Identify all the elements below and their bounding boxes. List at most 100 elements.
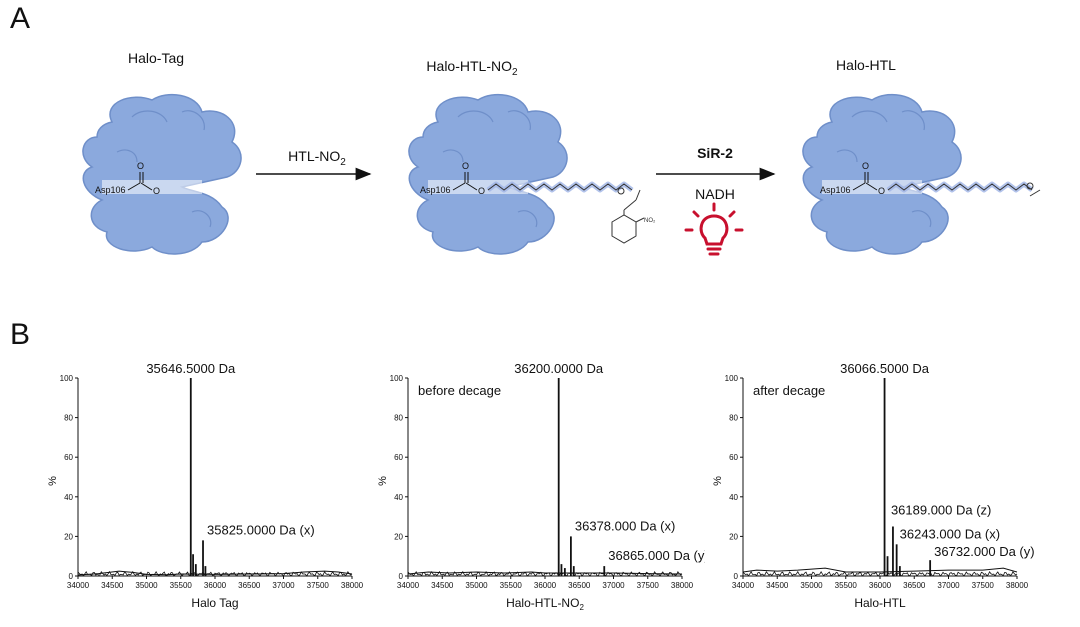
x-tick-label: 37000: [937, 581, 960, 590]
peak-label: 36378.000 Da (x): [575, 518, 675, 533]
x-tick-label: 34500: [766, 581, 789, 590]
svg-text:O: O: [462, 161, 469, 171]
x-tick-label: 35500: [835, 581, 858, 590]
stage-title-text: Halo-HTL-NO: [426, 58, 512, 74]
x-axis-label: Halo-HTL-NO2: [506, 596, 584, 612]
stage-title-text: Halo-HTL: [836, 57, 896, 73]
peak-label: 36865.000 Da (y): [608, 548, 705, 563]
spectrum-chart-3: 0 20 40 60 80 100 34000 34500 35000 35500 36000 365…: [712, 361, 1035, 610]
x-tick-label: 38000: [671, 581, 694, 590]
y-tick-label: 100: [390, 374, 404, 383]
y-axis-label: %: [47, 476, 59, 486]
svg-text:O: O: [137, 161, 144, 171]
arrow2-label-top: SiR-2: [697, 145, 733, 161]
arrow1-label: HTL-NO2: [262, 148, 372, 168]
y-tick-label: 0: [69, 572, 74, 581]
svg-text:Asp106: Asp106: [420, 185, 451, 195]
y-tick-label: 60: [394, 453, 403, 462]
svg-text:O: O: [862, 161, 869, 171]
svg-text:O: O: [478, 186, 485, 196]
x-tick-label: 36500: [238, 581, 261, 590]
x-tick-label: 34000: [67, 581, 90, 590]
x-tick-label: 38000: [341, 581, 364, 590]
y-tick-label: 0: [734, 572, 739, 581]
panel-b-label: B: [10, 318, 31, 351]
peak-label: 36243.000 Da (x): [900, 526, 1000, 541]
y-tick-label: 100: [725, 374, 739, 383]
x-tick-label: 36000: [869, 581, 892, 590]
y-tick-label: 20: [729, 532, 738, 541]
x-tick-label: 36500: [568, 581, 591, 590]
noise-trace: [77, 570, 353, 577]
baseline-trace: [77, 570, 353, 576]
x-tick-label: 37000: [602, 581, 625, 590]
y-tick-label: 40: [394, 493, 403, 502]
stage-title-text: Halo-Tag: [127, 50, 185, 66]
x-tick-label: 34500: [431, 581, 454, 590]
y-tick-label: 20: [64, 532, 73, 541]
y-tick-label: 40: [729, 493, 738, 502]
y-tick-label: 80: [394, 414, 403, 423]
peak-label: 36066.5000 Da: [840, 361, 930, 376]
x-axis-label: Halo-HTL: [854, 596, 906, 610]
x-tick-label: 34000: [732, 581, 755, 590]
terminal-oxygen: [1026, 182, 1041, 197]
lightbulb-icon: [684, 202, 744, 256]
x-tick-label: 35000: [465, 581, 488, 590]
x-tick-label: 35500: [500, 581, 523, 590]
x-tick-label: 37500: [972, 581, 995, 590]
peak-label: 36200.0000 Da: [514, 361, 604, 376]
noise-trace: [407, 570, 683, 577]
stage-title-subscript: 2: [512, 66, 518, 78]
ester-group-2: Asp106 O O: [420, 161, 485, 196]
protein-halo-htl-no2: [408, 93, 568, 255]
protein-halo-tag: [82, 93, 242, 255]
y-axis-label: %: [712, 476, 724, 486]
peak-label: 35646.5000 Da: [146, 361, 236, 376]
peak-label: 36189.000 Da (z): [891, 503, 991, 518]
spectrum-note: before decage: [418, 383, 501, 398]
svg-text:Asp106: Asp106: [95, 185, 126, 195]
x-tick-label: 38000: [1006, 581, 1029, 590]
arrow1-label-subscript: 2: [340, 156, 346, 168]
y-tick-label: 60: [64, 453, 73, 462]
x-tick-label: 37000: [272, 581, 295, 590]
x-tick-label: 34500: [101, 581, 124, 590]
spectrum-chart-2: 0 20 40 60 80 100 34000 34500 35000 35500 36000 365…: [377, 361, 705, 612]
x-tick-label: 36000: [204, 581, 227, 590]
x-tick-label: 36000: [534, 581, 557, 590]
y-tick-label: 80: [64, 414, 73, 423]
x-tick-label: 36500: [903, 581, 926, 590]
arrow1-label-text: HTL-NO: [288, 148, 341, 164]
reaction-scheme: Asp106 O O Asp106 O O NO₂: [82, 93, 1041, 256]
y-tick-label: 60: [729, 453, 738, 462]
x-tick-label: 37500: [307, 581, 330, 590]
noise-trace: [742, 570, 1018, 577]
ester-group-1: Asp106 O O: [95, 161, 160, 196]
x-tick-label: 34000: [397, 581, 420, 590]
svg-text:O: O: [153, 186, 160, 196]
x-tick-label: 35000: [800, 581, 823, 590]
y-tick-label: 40: [64, 493, 73, 502]
y-tick-label: 100: [60, 374, 74, 383]
spectrum-chart-1: 0 20 40 60 80 100 34000 34500 35000 35500 36000 365…: [47, 361, 364, 610]
x-tick-label: 37500: [637, 581, 660, 590]
nitrobenzyl-group: NO₂: [611, 187, 656, 244]
y-tick-label: 20: [394, 532, 403, 541]
svg-text:Asp106: Asp106: [820, 185, 851, 195]
peak-label: 36732.000 Da (y): [934, 544, 1034, 559]
y-axis-label: %: [377, 476, 389, 486]
y-tick-label: 80: [729, 414, 738, 423]
x-tick-label: 35000: [135, 581, 158, 590]
x-axis-label-subscript: 2: [579, 603, 584, 612]
x-axis-label: Halo Tag: [191, 596, 238, 610]
arrow2-label-bottom: NADH: [695, 186, 735, 202]
x-tick-label: 35500: [170, 581, 193, 590]
stage-title-halo-tag: Halo-Tag: [56, 50, 256, 66]
protein-halo-htl: [802, 93, 962, 255]
peak-label: 35825.0000 Da (x): [207, 522, 315, 537]
stage-title-halo-htl-no2: Halo-HTL-NO2: [372, 58, 572, 78]
y-tick-label: 0: [399, 572, 404, 581]
baseline-trace: [742, 567, 1018, 573]
svg-text:NO₂: NO₂: [644, 218, 656, 224]
